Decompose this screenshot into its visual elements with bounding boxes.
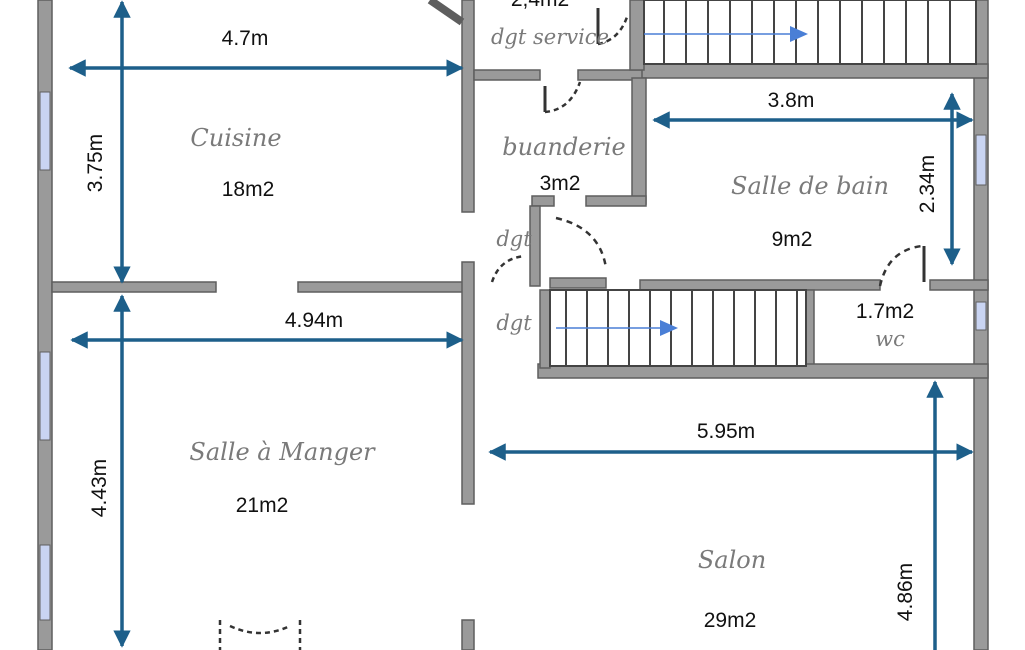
stair-top-arrow [790, 26, 808, 42]
wall-stair-left [539, 289, 551, 369]
staircase-top [643, 0, 977, 65]
dim-label-diningroom-width: 4.94m [285, 309, 343, 332]
wall-buanderie-bottom [585, 195, 647, 207]
wall-top-right-horizontal [641, 63, 989, 79]
area-salle-de-bain: 9m2 [772, 228, 813, 251]
wall-bathroom-bottom-b [639, 279, 881, 291]
room-label-dgt-1: dgt [496, 227, 532, 251]
area-cuisine: 18m2 [222, 178, 275, 201]
window-bathroom [975, 134, 987, 186]
room-label-wc: wc [875, 327, 905, 351]
dim-label-salon-height: 4.86m [894, 563, 917, 621]
dimension-arrows [68, 0, 974, 650]
wall-cuisine-bottom-a [51, 281, 217, 293]
window-diningroom-b [39, 544, 51, 621]
door-swing-dgt [555, 216, 608, 269]
stair-top-steps [663, 0, 951, 64]
windows [39, 91, 987, 621]
room-label-dgt-service: dgt service [491, 25, 609, 49]
wall-bathroom-bottom-a [549, 277, 607, 289]
wall-dgt-service-right [629, 0, 645, 71]
wall-buanderie-bottom-left [531, 195, 555, 207]
wall-cuisine-bottom-b [297, 281, 469, 293]
wall-dgt-post [529, 205, 541, 287]
door-swing-wc [878, 244, 923, 287]
door-diagonal-top [427, 0, 465, 26]
door-swing-buanderie [544, 81, 582, 114]
wall-diningroom-right-low [461, 619, 475, 650]
dim-label-bathroom-height: 2.34m [916, 155, 939, 213]
area-wc: 1.7m2 [856, 300, 914, 323]
area-dgt-service-partial: 2,4m2 [511, 0, 569, 11]
room-label-salle-a-manger: Salle à Manger [189, 438, 376, 466]
wall-bathroom-bottom-c [929, 279, 989, 291]
room-label-salle-de-bain: Salle de bain [731, 172, 889, 200]
window-wc [975, 301, 987, 331]
area-salle-a-manger: 21m2 [236, 494, 289, 517]
dim-label-bathroom-width: 3.8m [768, 89, 815, 112]
dim-label-cuisine-width: 4.7m [222, 27, 269, 50]
room-label-cuisine: Cuisine [190, 124, 281, 152]
dim-label-diningroom-height: 4.43m [88, 459, 111, 517]
wall-dgt-service-bottom-a [473, 69, 541, 81]
area-salon: 29m2 [704, 609, 757, 632]
door-swing-diningroom-bottom [218, 620, 302, 650]
door-swing-dgt-service [597, 13, 630, 46]
room-label-salon: Salon [698, 546, 766, 574]
area-buanderie: 3m2 [540, 172, 581, 195]
wall-cuisine-right [461, 0, 475, 213]
dim-label-salon-width: 5.95m [697, 420, 755, 443]
room-label-dgt-2: dgt [496, 311, 532, 335]
doors [218, 0, 926, 650]
stair-bottom-arrow [660, 320, 678, 336]
room-label-buanderie: buanderie [502, 133, 626, 161]
wall-diningroom-right [461, 261, 475, 505]
wall-buanderie-right [631, 77, 647, 205]
staircase-bottom [549, 289, 807, 367]
stair-top-frame [643, 0, 977, 65]
window-diningroom-a [39, 351, 51, 441]
dim-label-cuisine-height: 3.75m [84, 134, 107, 192]
door-swing-dgt-left [490, 254, 526, 283]
window-cuisine [39, 91, 51, 171]
wall-wc-left [805, 289, 815, 371]
